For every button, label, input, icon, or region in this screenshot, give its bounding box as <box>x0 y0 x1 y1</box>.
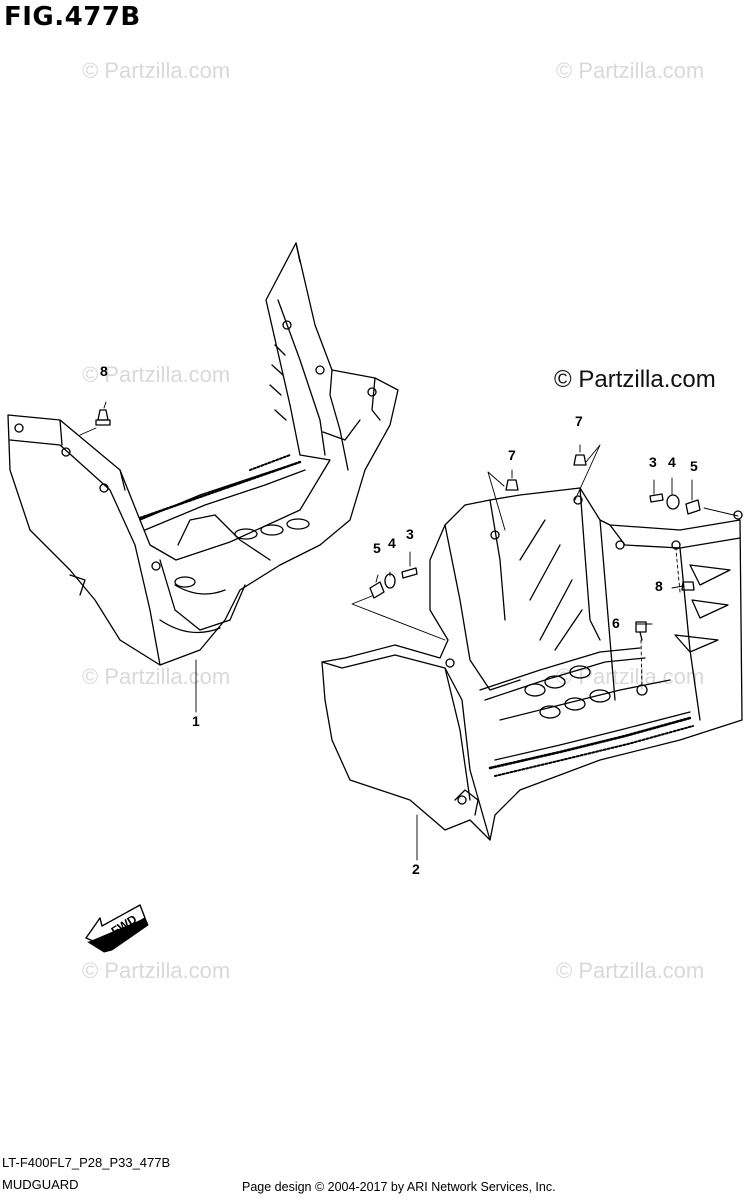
callout-5: 5 <box>373 540 381 556</box>
part-1-left-mudguard <box>7 242 399 666</box>
callout-7: 7 <box>575 413 583 429</box>
watermark: © Partzilla.com <box>82 58 231 83</box>
figure-code: LT-F400FL7_P28_P33_477B <box>2 1155 171 1170</box>
callout-8: 8 <box>655 578 663 594</box>
watermark: © Partzilla.com <box>82 958 231 983</box>
callout-7: 7 <box>508 447 516 463</box>
callout-4: 4 <box>388 535 396 551</box>
watermark: © Partzilla.com <box>82 664 231 689</box>
page-footer: Page design © 2004-2017 by ARI Network S… <box>242 1180 556 1194</box>
part-2-right-mudguard <box>321 487 743 841</box>
watermark-main: © Partzilla.com <box>554 366 716 393</box>
callout-5: 5 <box>690 458 698 474</box>
callout-6: 6 <box>612 615 620 631</box>
watermark: © Partzilla.com <box>82 362 231 387</box>
callout-4: 4 <box>668 454 676 470</box>
callout-8: 8 <box>100 363 108 379</box>
watermark: © Partzilla.com <box>556 664 705 689</box>
watermark: © Partzilla.com <box>556 58 705 83</box>
callout-labels: 8 1 2 7 7 3 4 5 5 4 3 8 6 <box>100 363 698 877</box>
callout-3: 3 <box>649 454 657 470</box>
figure-title: FIG.477B <box>4 2 141 32</box>
callout-2: 2 <box>412 861 420 877</box>
figure-name: MUDGUARD <box>2 1177 79 1192</box>
callout-3: 3 <box>406 526 414 542</box>
watermark: © Partzilla.com <box>556 958 705 983</box>
fwd-arrow-icon: FWD <box>85 904 149 953</box>
leader-lines <box>79 401 739 861</box>
callout-1: 1 <box>192 713 200 729</box>
